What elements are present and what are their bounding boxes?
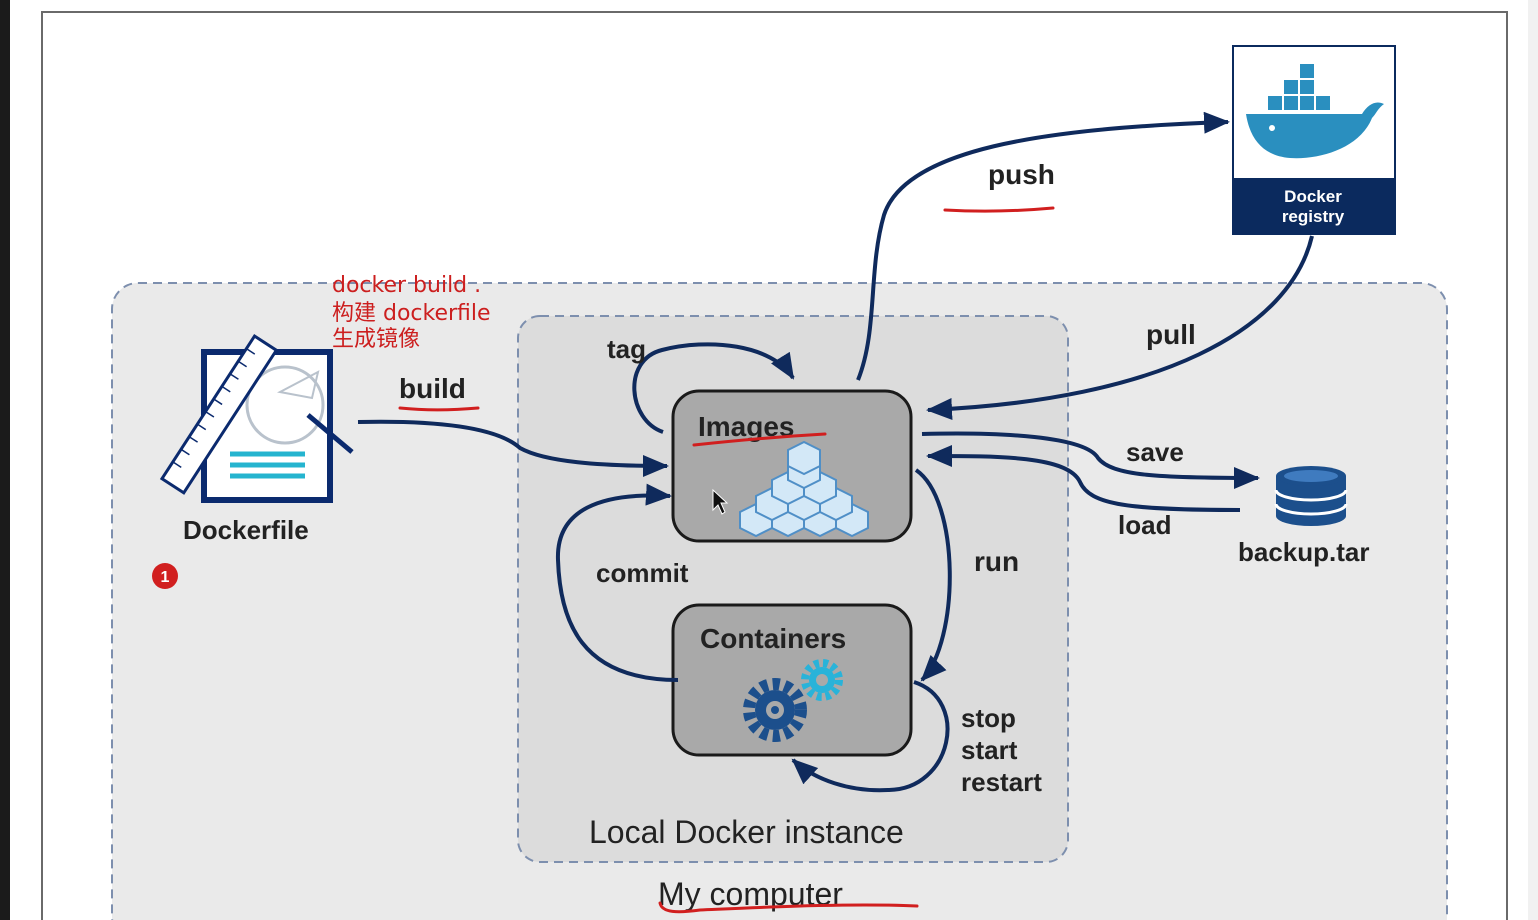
push-underline [943,206,1055,213]
commit-arrow [555,483,679,682]
step-badge: 1 [152,563,178,589]
dockerfile-label: Dockerfile [183,515,309,545]
dockerfile-icon [159,334,354,503]
load-label: load [1118,510,1171,540]
step-badge-number: 1 [161,569,170,586]
registry-label-line1: Docker [1284,187,1342,206]
left-window-edge [0,0,10,920]
pull-arrow [926,235,1314,420]
push-arrow [856,111,1230,381]
containers-label: Containers [700,623,846,654]
build-underline [398,406,480,412]
image-blocks-icon [739,440,869,538]
mouse-cursor-icon [712,488,729,515]
commit-label: commit [596,558,689,588]
containers-node: Containers [671,603,913,757]
run-label: run [974,546,1019,577]
local-docker-label: Local Docker instance [589,814,904,850]
tag-arrow [632,342,795,434]
pull-label: pull [1146,319,1196,350]
my-computer-underline [658,901,919,914]
backup-label: backup.tar [1238,537,1370,567]
stop-start-restart-arrow [791,680,950,793]
build-label: build [399,373,466,404]
database-icon [1274,466,1348,526]
save-arrow [921,431,1260,489]
gear-icon [743,678,807,742]
restart-label: restart [961,767,1042,797]
tag-label: tag [607,334,646,364]
stop-label: stop [961,703,1016,733]
small-gear-icon [801,659,843,701]
start-label: start [961,735,1018,765]
load-arrow [926,445,1241,512]
save-label: save [1126,437,1184,467]
build-note-line1: docker build . [332,273,481,298]
docker-registry-node: Docker registry [1232,45,1396,235]
run-arrow [914,468,952,682]
build-note-line2: 构建 dockerfile [332,301,491,326]
build-arrow [357,419,669,477]
right-window-edge [1528,0,1538,920]
images-underline [692,432,827,447]
docker-whale-icon [1246,64,1384,159]
registry-label-line2: registry [1282,207,1345,226]
push-label: push [988,159,1055,190]
red-underlines [398,206,1055,914]
images-node: Images [671,389,913,543]
build-note-line3: 生成镜像 [332,327,420,352]
